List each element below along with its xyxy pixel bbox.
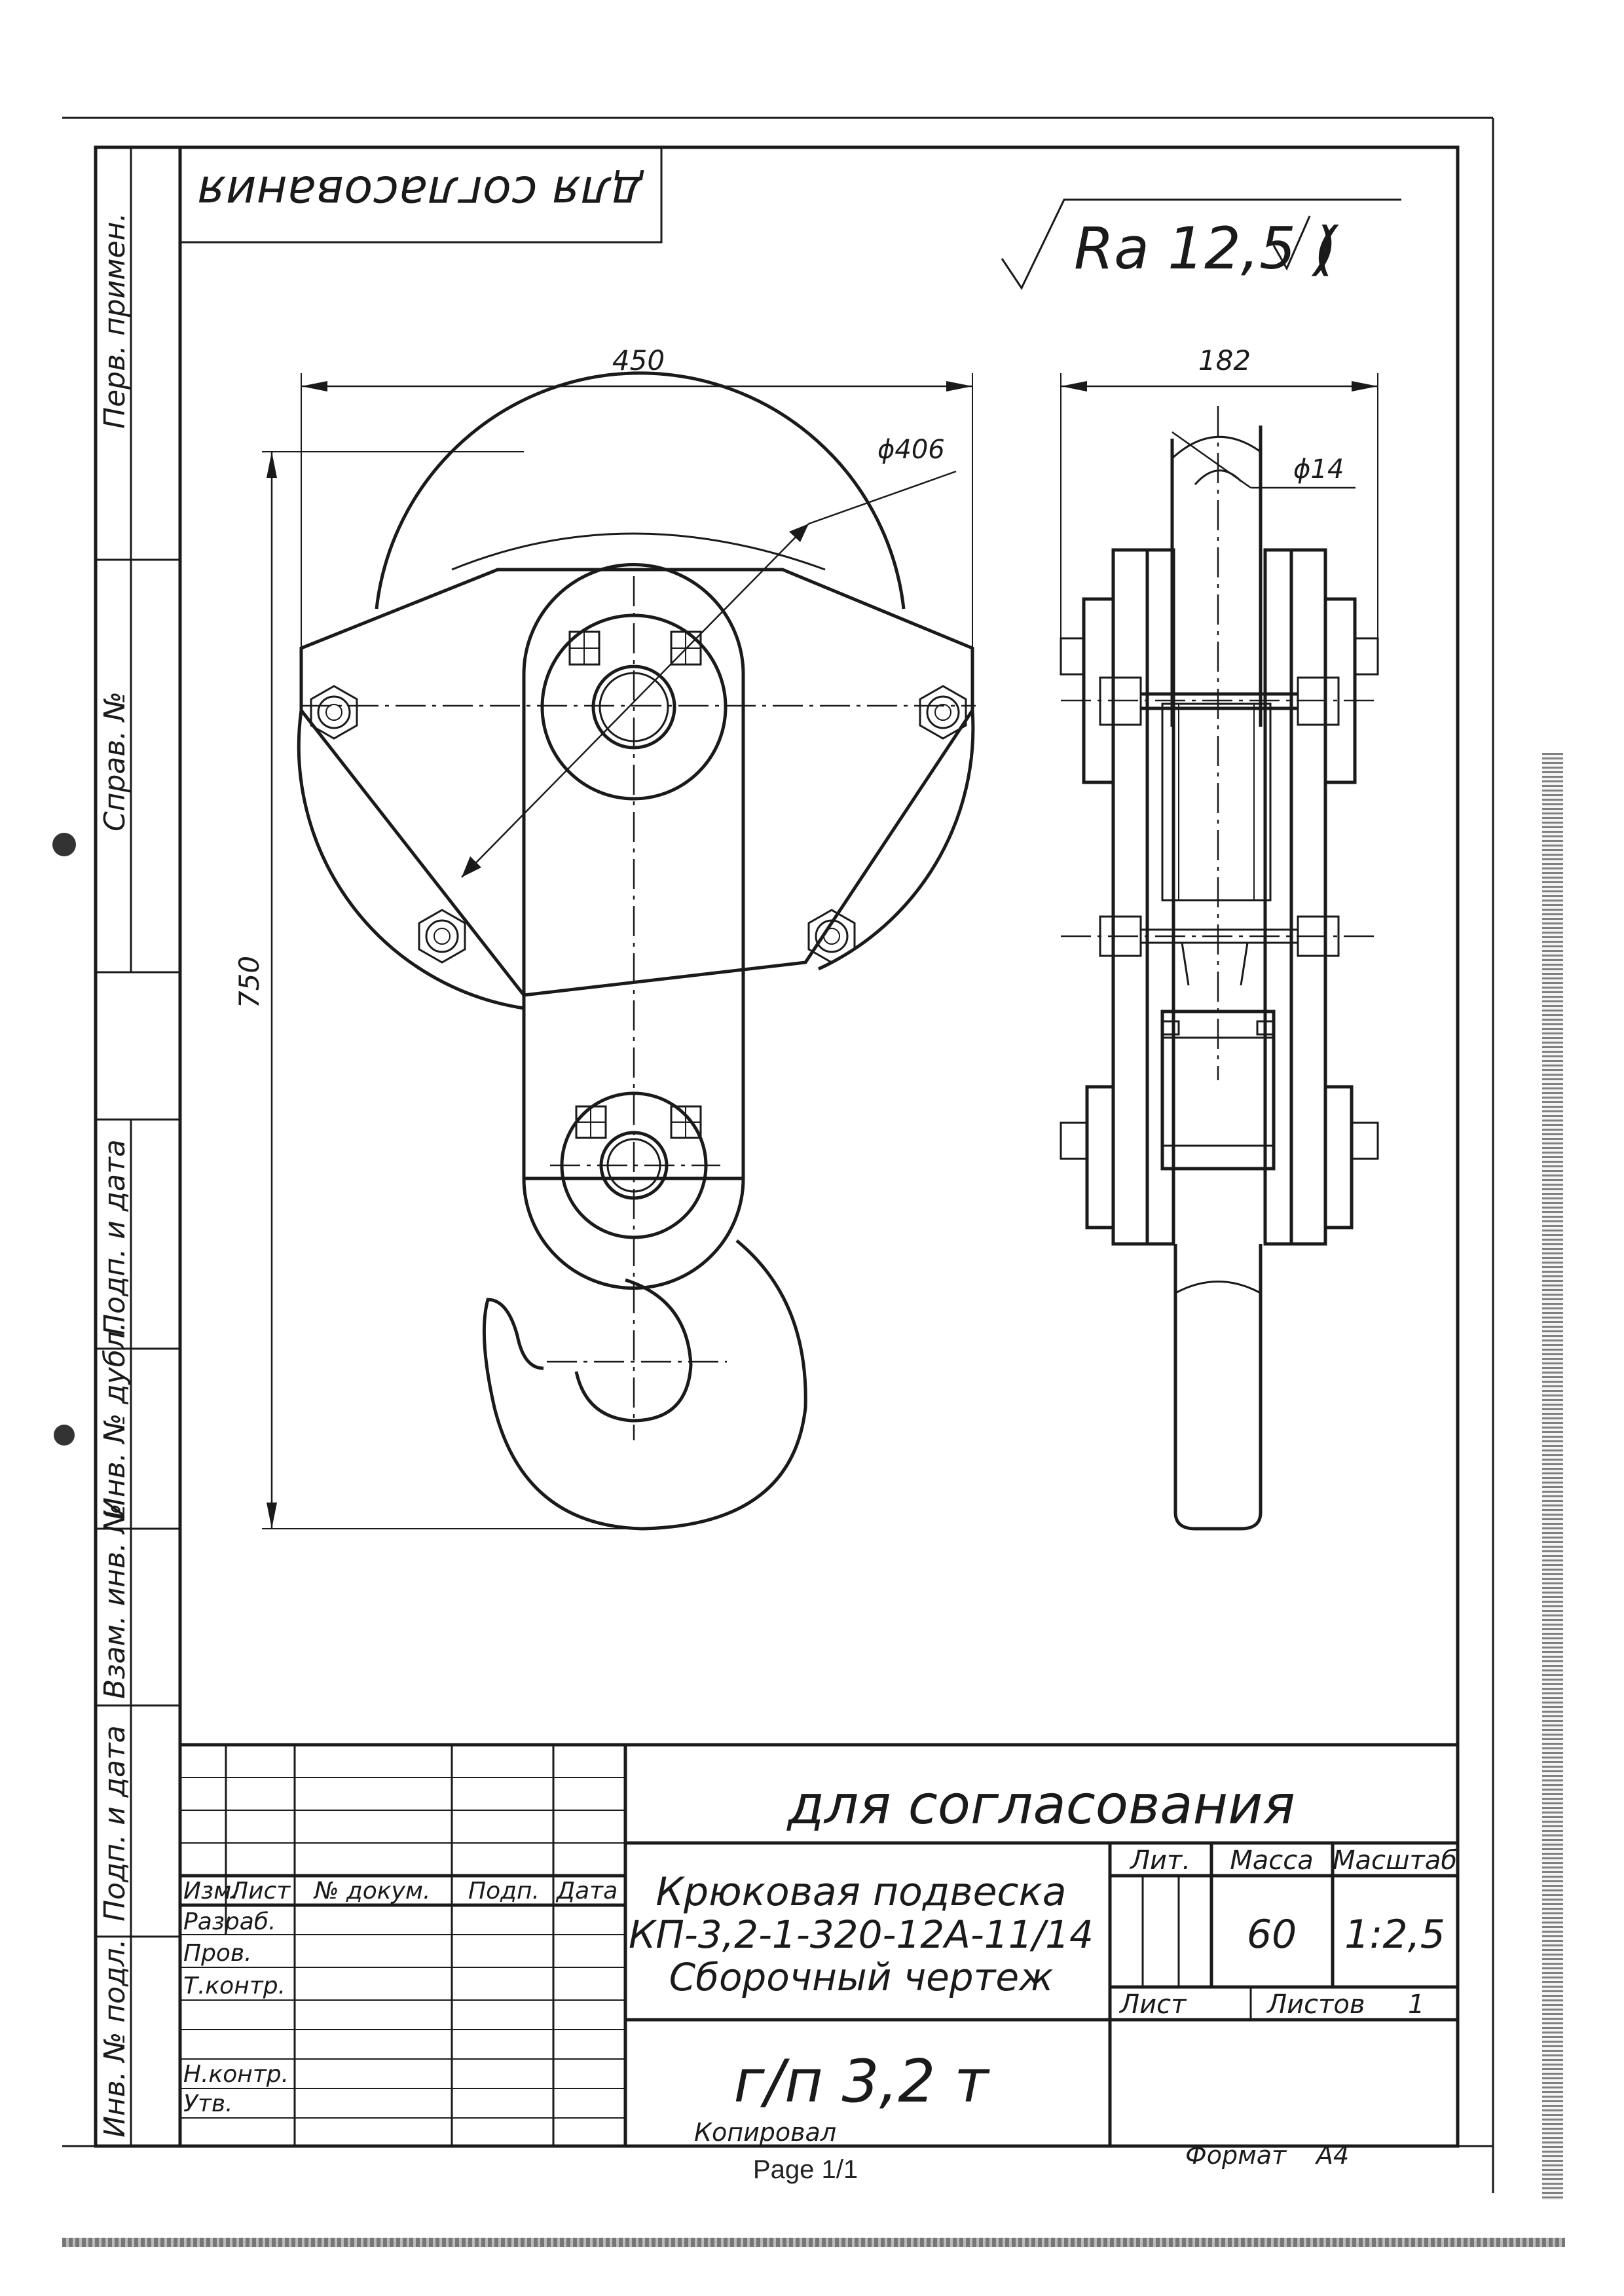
title-block: Изм. Лист № докум. Подп. Дата Разраб. Пр… [180, 1743, 1458, 2146]
side-label-perv-primen: Перв. примен. [98, 213, 132, 429]
product-name-line1: Крюковая подвеска [655, 1869, 1066, 1915]
side-labels: Перв. примен. Справ. № Подп. и дата Инв.… [98, 213, 132, 2138]
dim-front-width: 450 [612, 344, 665, 376]
roughness-symbol: Ra 12,5 ( ) [1001, 198, 1401, 291]
scan-artifact-bar [1542, 753, 1563, 2200]
nut-left [310, 685, 358, 740]
page-counter: Page 1/1 [752, 2155, 858, 2184]
side-label-sprav-no: Справ. № [98, 691, 132, 831]
side-label-podp-data-1: Подп. и дата [98, 1139, 132, 1336]
mass-value: 60 [1247, 1912, 1297, 1958]
drawing-frame [62, 117, 1494, 2193]
nut-right [919, 685, 967, 740]
role-nkontr: Н.контр. [183, 2061, 289, 2088]
title-block-approval: для согласования [786, 1774, 1295, 1836]
roughness-tail: ) [1311, 215, 1337, 282]
side-label-inv-podl: Инв. № подл. [98, 1939, 132, 2138]
punch-hole-mark [54, 1425, 75, 1446]
role-utv: Утв. [183, 2090, 233, 2117]
header-data: Дата [555, 1878, 618, 1904]
header-list: Лист [229, 1878, 291, 1904]
format-value: А4 [1314, 2141, 1349, 2170]
bottom-strip: Копировал Формат А4 [694, 2118, 1349, 2170]
nut-lower-right [807, 909, 856, 964]
sheets-label: Листов [1266, 1990, 1365, 2020]
dim-sheave-diameter: ϕ406 [877, 435, 945, 465]
role-tkontr: Т.контр. [183, 1973, 286, 1999]
front-view: ϕ406 450 750 [233, 344, 976, 1531]
dim-rope-diameter: ϕ14 [1293, 454, 1344, 484]
side-label-inv-dubl: Инв. № дубл. [98, 1322, 132, 1519]
copied-label: Копировал [694, 2118, 836, 2147]
product-name-line2: КП-3,2-1-320-12А-11/14 [629, 1912, 1094, 1957]
sheet-label: Лист [1118, 1990, 1187, 2020]
role-razrab: Разраб. [183, 1908, 276, 1935]
dim-height: 750 [233, 956, 265, 1008]
format-label: Формат [1185, 2141, 1287, 2170]
capacity-label: г/п 3,2 т [733, 2047, 990, 2116]
scale-value: 1:2,5 [1344, 1912, 1445, 1958]
nut-lower-left [418, 909, 466, 964]
scale-label: Масштаб [1333, 1846, 1457, 1876]
lit-label: Лит. [1129, 1846, 1190, 1876]
scan-artifact-bottom [62, 2238, 1565, 2247]
approval-stamp-top-text: для согласования [198, 166, 645, 221]
dim-side-width: 182 [1198, 344, 1251, 376]
punch-hole-mark [52, 833, 76, 856]
role-prov: Пров. [183, 1940, 252, 1967]
header-podp: Подп. [468, 1878, 540, 1904]
header-izm: Изм. [183, 1878, 239, 1904]
roughness-text: Ra 12,5 ( [1074, 215, 1339, 282]
approval-stamp-top: для согласования [179, 146, 663, 244]
header-dokum: № докум. [313, 1878, 430, 1904]
sheets-value: 1 [1408, 1990, 1424, 2020]
side-view: 182 ϕ14 [1060, 344, 1379, 1531]
mass-label: Масса [1230, 1846, 1314, 1876]
side-label-podp-data-2: Подп. и дата [98, 1725, 132, 1922]
product-name-line3: Сборочный чертеж [669, 1955, 1054, 1999]
side-label-vzam-inv: Взам. инв. № [98, 1503, 132, 1699]
